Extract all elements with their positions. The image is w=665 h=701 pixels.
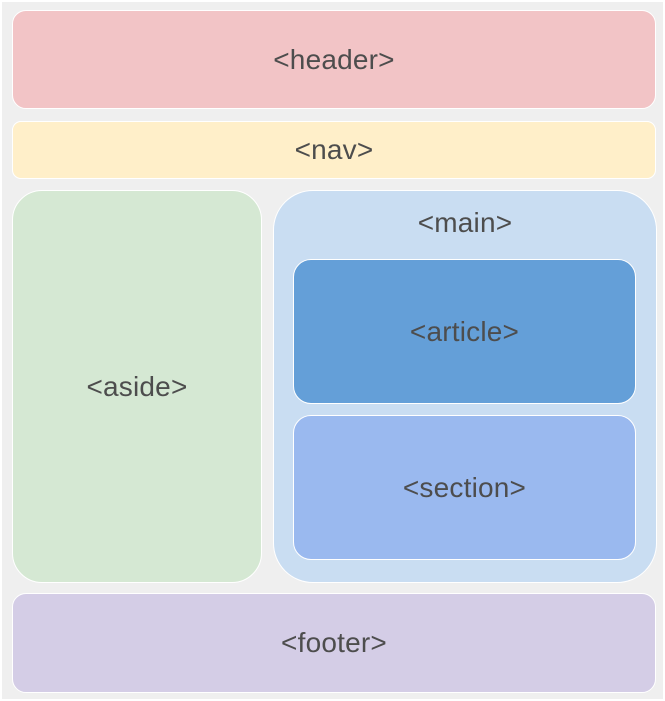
header-label: <header> (273, 43, 395, 75)
aside-label: <aside> (86, 370, 188, 402)
main-label: <main> (417, 207, 513, 238)
aside-box: <aside> (12, 190, 262, 583)
article-label: <article> (409, 315, 520, 347)
nav-box: <nav> (12, 121, 656, 179)
section-box: <section> (293, 415, 636, 560)
section-label: <section> (402, 471, 527, 503)
footer-box: <footer> (12, 593, 656, 693)
nav-label: <nav> (294, 134, 374, 165)
footer-label: <footer> (281, 627, 387, 658)
header-box: <header> (12, 10, 656, 109)
article-box: <article> (293, 259, 636, 404)
